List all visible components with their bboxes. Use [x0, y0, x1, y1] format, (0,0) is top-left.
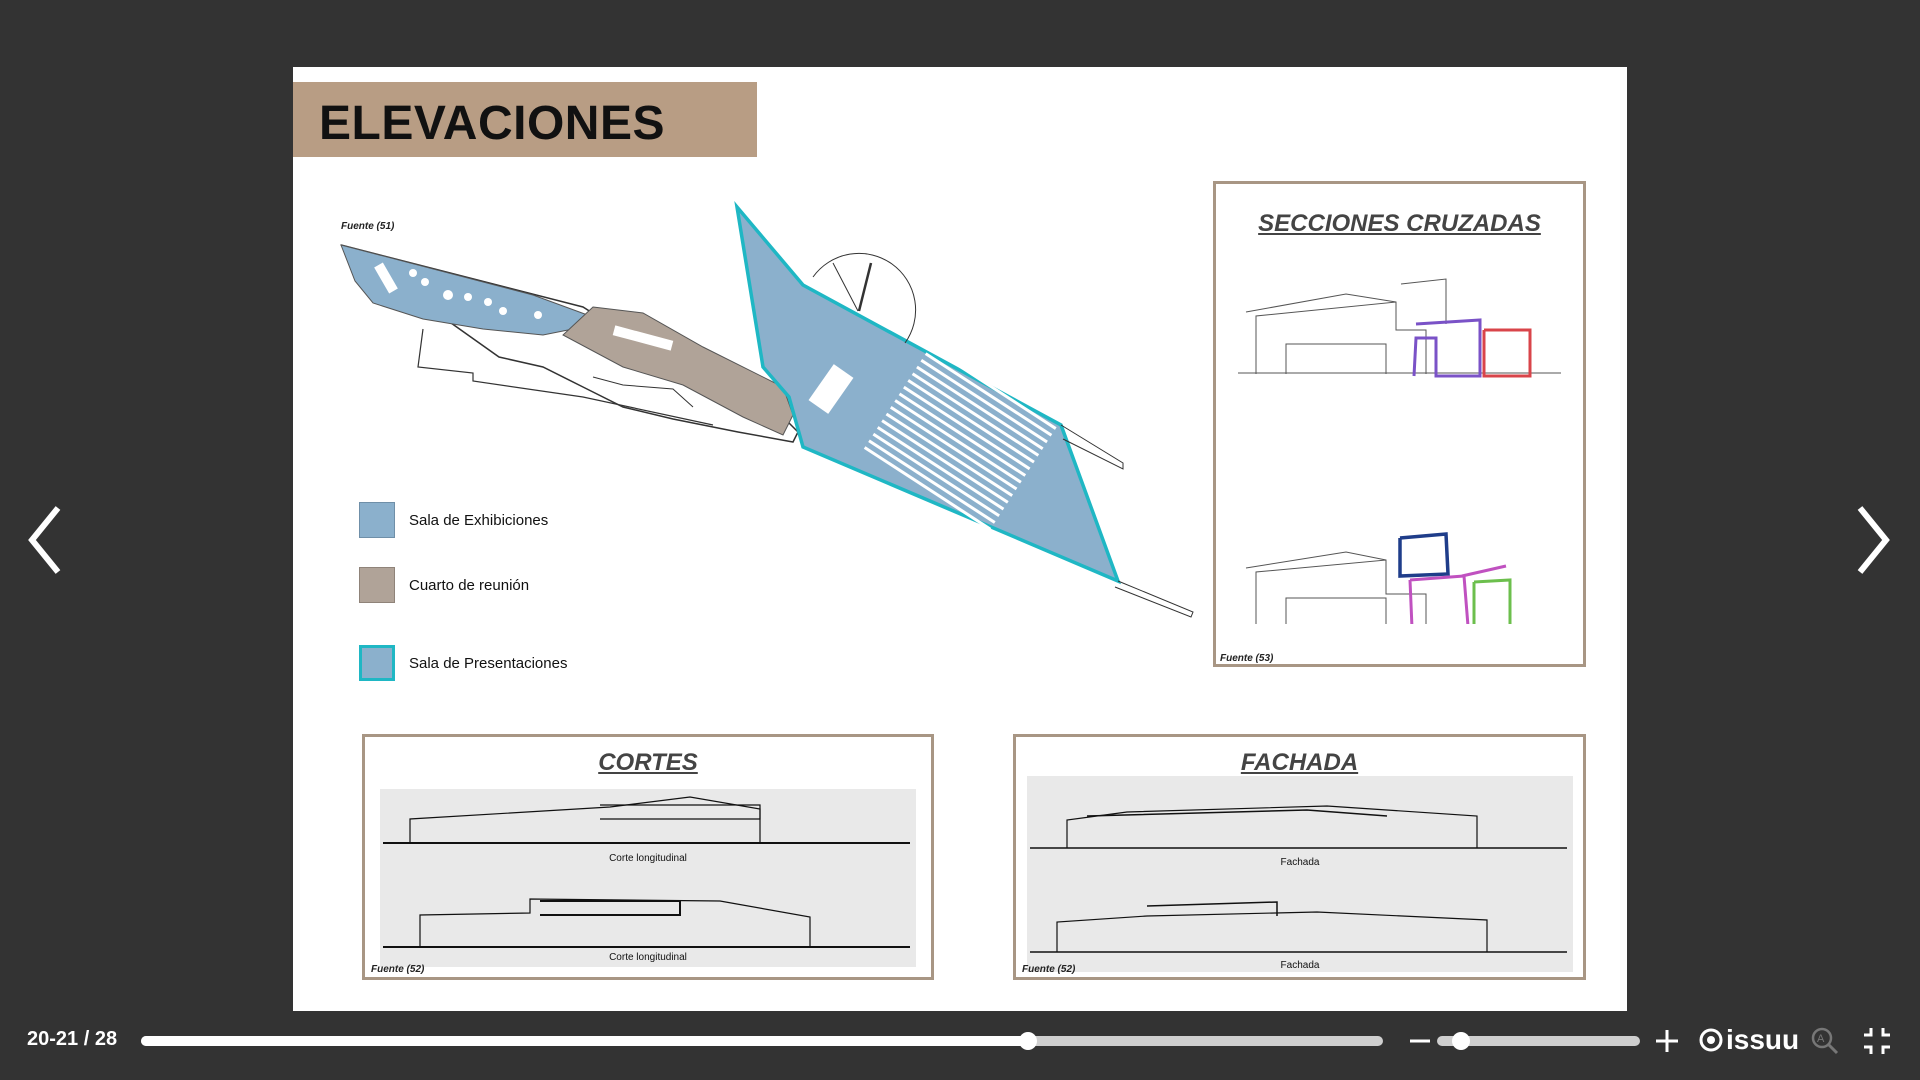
fachada-source: Fuente (52) [1022, 964, 1076, 975]
previous-page-button[interactable] [26, 500, 66, 580]
fachada-caption-1: Fachada [1280, 857, 1320, 868]
secciones-title: SECCIONES CRUZADAS [1258, 210, 1541, 237]
page-progress-slider[interactable] [141, 1032, 1383, 1050]
zoom-handle[interactable] [1452, 1032, 1471, 1050]
exit-fullscreen-button[interactable] [1862, 1026, 1892, 1061]
fachada-box: FACHADA Fachada Fachada Fuente (52) [1013, 734, 1586, 980]
legend-presentation: Sala de Presentaciones [359, 645, 567, 681]
minus-icon [1410, 1039, 1430, 1043]
next-page-button[interactable] [1852, 500, 1892, 580]
meeting-room-area [562, 306, 794, 436]
title-banner: ELEVACIONES [293, 82, 757, 157]
page-title: ELEVACIONES [319, 97, 665, 150]
chevron-right-icon [1857, 506, 1890, 574]
page-counter: 20-21 / 28 [27, 1028, 118, 1050]
cortes-drawing: Corte longitudinal Corte longitudinal [380, 789, 916, 967]
legend-swatch-exhibition [359, 502, 395, 538]
secciones-source: Fuente (53) [1220, 653, 1274, 664]
plan-source-label: Fuente (51) [341, 221, 395, 232]
brand-text: issuu [1726, 1024, 1800, 1055]
zoom-out-button[interactable] [1408, 1030, 1432, 1057]
search-zoom-button[interactable]: A [1810, 1026, 1840, 1061]
cortes-source: Fuente (52) [371, 964, 425, 975]
chevron-left-icon [28, 506, 61, 574]
svg-text:A: A [1817, 1033, 1825, 1045]
fachada-caption-2: Fachada [1280, 960, 1320, 971]
fachada-drawing: Fachada Fachada [1027, 776, 1573, 972]
legend-swatch-meeting [359, 567, 395, 603]
issuu-logo-icon [1699, 1028, 1723, 1052]
legend-label-meeting: Cuarto de reunión [409, 576, 530, 594]
zoom-in-button[interactable] [1654, 1028, 1680, 1059]
floor-plan-drawing [340, 201, 1194, 618]
legend-label-exhibition: Sala de Exhibiciones [409, 511, 549, 529]
fachada-title: FACHADA [1240, 749, 1359, 776]
viewer-toolbar [0, 1022, 1920, 1080]
cortes-caption-1: Corte longitudinal [609, 853, 687, 864]
cortes-caption-2: Corte longitudinal [609, 952, 687, 963]
cross-sections-drawing [1238, 278, 1561, 624]
document-page: ELEVACIONES Fuente (51) [293, 67, 1627, 1011]
cortes-title: CORTES [598, 749, 698, 776]
legend-label-presentation: Sala de Presentaciones [409, 654, 568, 672]
zoom-slider[interactable] [1437, 1032, 1640, 1050]
seating-rows [863, 345, 1057, 531]
cortes-box: CORTES Corte longitudinal Corte longitud… [362, 734, 934, 980]
legend-exhibition: Sala de Exhibiciones [359, 502, 548, 538]
legend-swatch-presentation [359, 645, 395, 681]
progress-fill [141, 1036, 1028, 1046]
exhibition-room-area [340, 244, 595, 336]
issuu-logo[interactable]: issuu [1698, 1024, 1799, 1056]
progress-handle[interactable] [1018, 1032, 1037, 1050]
exit-fullscreen-icon [1864, 1028, 1890, 1054]
legend-meeting: Cuarto de reunión [359, 567, 529, 603]
secciones-box: SECCIONES CRUZADAS Fuente (53) [1213, 181, 1586, 667]
plus-icon [1656, 1030, 1678, 1052]
magnifier-icon: A [1811, 1027, 1839, 1055]
